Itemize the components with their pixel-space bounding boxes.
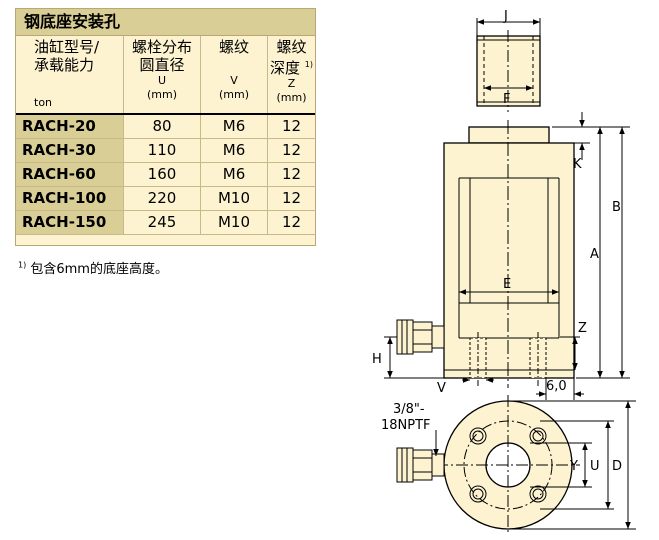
spec-table: 油缸型号/ 承载能力 ton 螺栓分布 圆直径 U (mm) 螺纹 V (mm)… bbox=[16, 36, 315, 235]
cell-model: RACH-30 bbox=[16, 138, 124, 163]
label-a: A bbox=[590, 247, 599, 262]
cell-z: 12 bbox=[267, 114, 315, 139]
label-h: H bbox=[372, 352, 382, 367]
label-j: J bbox=[503, 9, 508, 24]
header-model-unit: ton bbox=[34, 96, 53, 109]
cell-model: RACH-60 bbox=[16, 162, 124, 187]
cell-u: 160 bbox=[123, 162, 201, 187]
label-v: V bbox=[437, 381, 446, 396]
cylinder-side-view bbox=[396, 120, 575, 388]
cell-u: 80 bbox=[123, 114, 201, 139]
cell-v: M6 bbox=[200, 138, 268, 163]
label-e: E bbox=[503, 277, 511, 292]
label-d: D bbox=[612, 459, 622, 474]
cell-z: 12 bbox=[267, 210, 315, 235]
label-z: Z bbox=[578, 321, 587, 336]
header-u-line1: 螺栓分布 bbox=[131, 38, 192, 56]
header-u-line2: 圆直径 bbox=[139, 56, 185, 74]
label-f: F bbox=[503, 92, 510, 107]
footnote-text: 包含6mm的底座高度。 bbox=[30, 262, 168, 277]
cell-v: M10 bbox=[200, 186, 268, 211]
table-row: RACH-30 110 M6 12 bbox=[16, 138, 315, 163]
table-title: 钢底座安装孔 bbox=[15, 8, 316, 36]
header-model: 油缸型号/ 承载能力 ton bbox=[16, 36, 124, 115]
cylinder-bottom-view bbox=[396, 395, 580, 535]
footnote: 1) 包含6mm的底座高度。 bbox=[18, 258, 168, 277]
cell-v: M10 bbox=[200, 210, 268, 235]
header-z-footnote-mark: 1) bbox=[304, 60, 313, 69]
table-row: RACH-20 80 M6 12 bbox=[16, 114, 315, 139]
header-u-symbol: U bbox=[157, 74, 167, 87]
header-u-unit: (mm) bbox=[146, 88, 177, 101]
label-port-thread-1: 3/8"- bbox=[393, 402, 425, 417]
header-z-line2-text: 深度 bbox=[269, 59, 300, 77]
cell-u: 110 bbox=[123, 138, 201, 163]
table-row: RACH-150 245 M10 12 bbox=[16, 210, 315, 235]
cell-u: 220 bbox=[123, 186, 201, 211]
cell-z: 12 bbox=[267, 162, 315, 187]
header-v-unit: (mm) bbox=[218, 88, 249, 101]
label-port-thread-2: 18NPTF bbox=[381, 418, 431, 433]
cell-v: M6 bbox=[200, 114, 268, 139]
label-k: K bbox=[573, 157, 582, 172]
cell-model: RACH-100 bbox=[16, 186, 124, 211]
cell-z: 12 bbox=[267, 186, 315, 211]
saddle-view bbox=[476, 18, 541, 112]
label-y: Y bbox=[569, 459, 578, 474]
header-model-line1: 油缸型号/ bbox=[34, 38, 100, 56]
table-row: RACH-100 220 M10 12 bbox=[16, 186, 315, 211]
header-z-line2: 深度 1) bbox=[269, 56, 314, 77]
cell-v: M6 bbox=[200, 162, 268, 187]
cell-u: 245 bbox=[123, 210, 201, 235]
header-z-line1: 螺纹 bbox=[276, 38, 307, 56]
header-v: 螺纹 V (mm) bbox=[200, 36, 268, 115]
header-v-line1: 螺纹 bbox=[218, 38, 249, 56]
footnote-mark: 1) bbox=[18, 260, 27, 270]
cell-model: RACH-20 bbox=[16, 114, 124, 139]
header-model-line2: 承载能力 bbox=[34, 56, 95, 74]
table-row: RACH-60 160 M6 12 bbox=[16, 162, 315, 187]
table-header-row: 油缸型号/ 承载能力 ton 螺栓分布 圆直径 U (mm) 螺纹 V (mm)… bbox=[16, 36, 315, 115]
header-z-symbol: Z bbox=[287, 77, 296, 90]
label-b: B bbox=[612, 200, 621, 215]
label-6-0: 6,0 bbox=[546, 379, 567, 394]
header-v-symbol: V bbox=[230, 74, 238, 87]
cell-z: 12 bbox=[267, 138, 315, 163]
header-z-unit: (mm) bbox=[276, 91, 307, 104]
cell-model: RACH-150 bbox=[16, 210, 124, 235]
header-z: 螺纹 深度 1) Z (mm) bbox=[267, 36, 315, 115]
header-u: 螺栓分布 圆直径 U (mm) bbox=[123, 36, 201, 115]
label-u: U bbox=[590, 459, 600, 474]
